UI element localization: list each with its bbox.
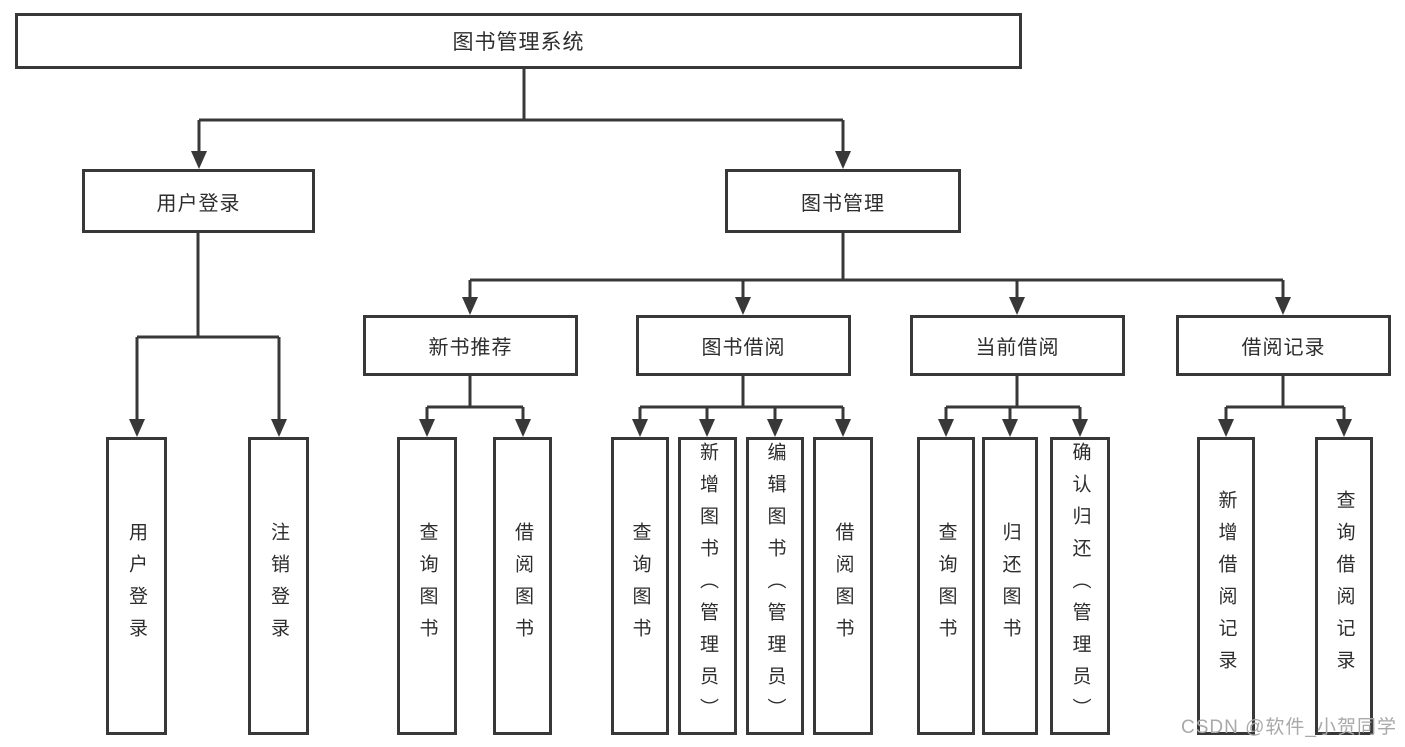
node-user-login: 用户登录 xyxy=(82,169,315,233)
node-book-management: 图书管理 xyxy=(725,169,961,233)
arrow-down-icon xyxy=(1072,419,1088,437)
node-label: 查询借阅记录 xyxy=(1333,490,1355,682)
node-add-borrow-record: 新增借阅记录 xyxy=(1197,437,1255,735)
arrow-down-icon xyxy=(271,419,287,437)
node-borrow-books-leaf: 借阅图书 xyxy=(813,437,873,735)
node-label: 查询图书 xyxy=(416,522,438,650)
arrow-down-icon xyxy=(835,151,851,169)
node-label: 新增图书（管理员） xyxy=(697,442,718,730)
edge-book-borrow-fork xyxy=(638,376,845,420)
arrow-down-icon xyxy=(632,419,648,437)
node-label: 确认归还（管理员） xyxy=(1069,442,1091,730)
node-query-borrow-record: 查询借阅记录 xyxy=(1315,437,1373,735)
edge-borrow-records-fork xyxy=(1224,376,1346,420)
node-label: 查询图书 xyxy=(935,522,957,650)
node-label: 借阅图书 xyxy=(832,522,854,650)
node-label: 查询图书 xyxy=(629,522,651,650)
node-borrow-books-recommend: 借阅图书 xyxy=(493,437,552,735)
node-user-login-leaf: 用户登录 xyxy=(106,437,167,735)
node-query-books-borrow: 查询图书 xyxy=(611,437,669,735)
arrow-down-icon xyxy=(129,419,145,437)
node-logout-login: 注销登录 xyxy=(248,437,309,735)
edge-current-borrow-fork xyxy=(944,376,1082,420)
arrow-down-icon xyxy=(419,419,435,437)
node-new-book-recommend: 新书推荐 xyxy=(363,315,578,376)
node-return-book: 归还图书 xyxy=(982,437,1038,735)
arrow-down-icon xyxy=(191,151,207,169)
node-edit-book-admin: 编辑图书（管理员） xyxy=(746,437,804,735)
arrow-down-icon xyxy=(515,419,531,437)
arrow-down-icon xyxy=(1218,419,1234,437)
node-query-books-recommend: 查询图书 xyxy=(397,437,457,735)
arrow-down-icon xyxy=(735,297,751,315)
node-confirm-return-admin: 确认归还（管理员） xyxy=(1050,437,1110,735)
arrow-down-icon xyxy=(835,419,851,437)
node-label: 编辑图书（管理员） xyxy=(764,442,786,730)
node-library-system: 图书管理系统 xyxy=(15,13,1022,69)
edge-book-mgmt-fork xyxy=(468,233,1285,298)
node-query-books-current: 查询图书 xyxy=(917,437,975,735)
edge-root-fork xyxy=(197,69,845,152)
edge-new-book-fork xyxy=(425,376,525,420)
arrow-down-icon xyxy=(462,297,478,315)
node-current-borrow: 当前借阅 xyxy=(910,315,1125,376)
edge-user-login-fork xyxy=(135,233,281,420)
arrow-down-icon xyxy=(938,419,954,437)
node-book-borrow: 图书借阅 xyxy=(636,315,851,376)
arrow-down-icon xyxy=(767,419,783,437)
arrow-down-icon xyxy=(1275,297,1291,315)
node-label: 归还图书 xyxy=(999,522,1021,650)
node-add-book-admin: 新增图书（管理员） xyxy=(678,437,737,735)
arrow-down-icon xyxy=(1336,419,1352,437)
node-label: 注销登录 xyxy=(268,522,289,650)
node-label: 用户登录 xyxy=(126,522,147,650)
arrow-down-icon xyxy=(699,419,715,437)
node-label: 借阅图书 xyxy=(512,522,533,650)
node-label: 新增借阅记录 xyxy=(1215,490,1237,682)
arrow-down-icon xyxy=(1009,297,1025,315)
node-borrow-records: 借阅记录 xyxy=(1176,315,1391,376)
arrow-down-icon xyxy=(1002,419,1018,437)
csdn-watermark: CSDN @软件_小贺同学 xyxy=(1181,717,1397,738)
